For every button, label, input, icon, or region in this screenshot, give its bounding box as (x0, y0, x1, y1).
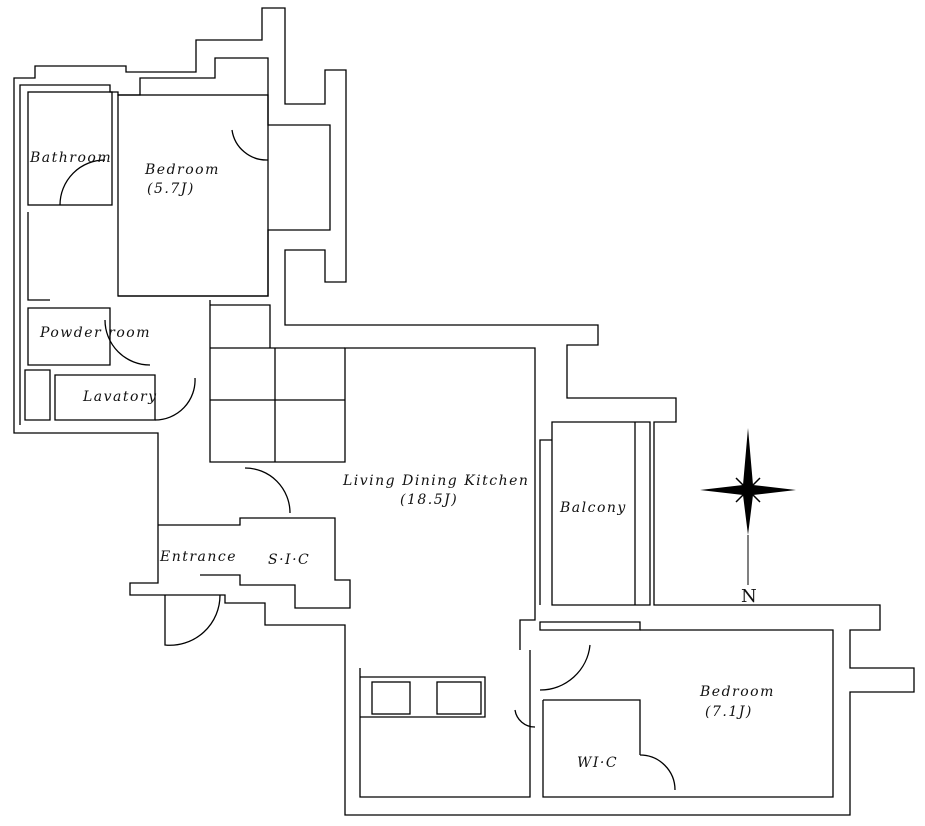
doors (59, 129, 676, 791)
ldk-label: Living Dining Kitchen (342, 473, 529, 489)
north-label: N (741, 586, 758, 607)
balcony-label: Balcony (559, 500, 627, 516)
bedroom1-label: Bedroom (144, 162, 220, 178)
entrance-label: Entrance (159, 549, 237, 565)
powder-room-label: Powder room (39, 325, 151, 341)
sic-label: S·I·C (268, 552, 310, 568)
lavatory-label: Lavatory (82, 389, 158, 405)
walls (13, 7, 915, 816)
bedroom2-label: Bedroom (699, 684, 775, 700)
bedroom1-size: (5.7J) (147, 181, 195, 197)
bedroom2-size: (7.1J) (705, 704, 753, 720)
wic-label: WI·C (577, 755, 618, 771)
compass-rose-icon (700, 428, 796, 585)
bathroom-label: Bathroom (29, 150, 112, 166)
ldk-size: (18.5J) (400, 492, 458, 508)
